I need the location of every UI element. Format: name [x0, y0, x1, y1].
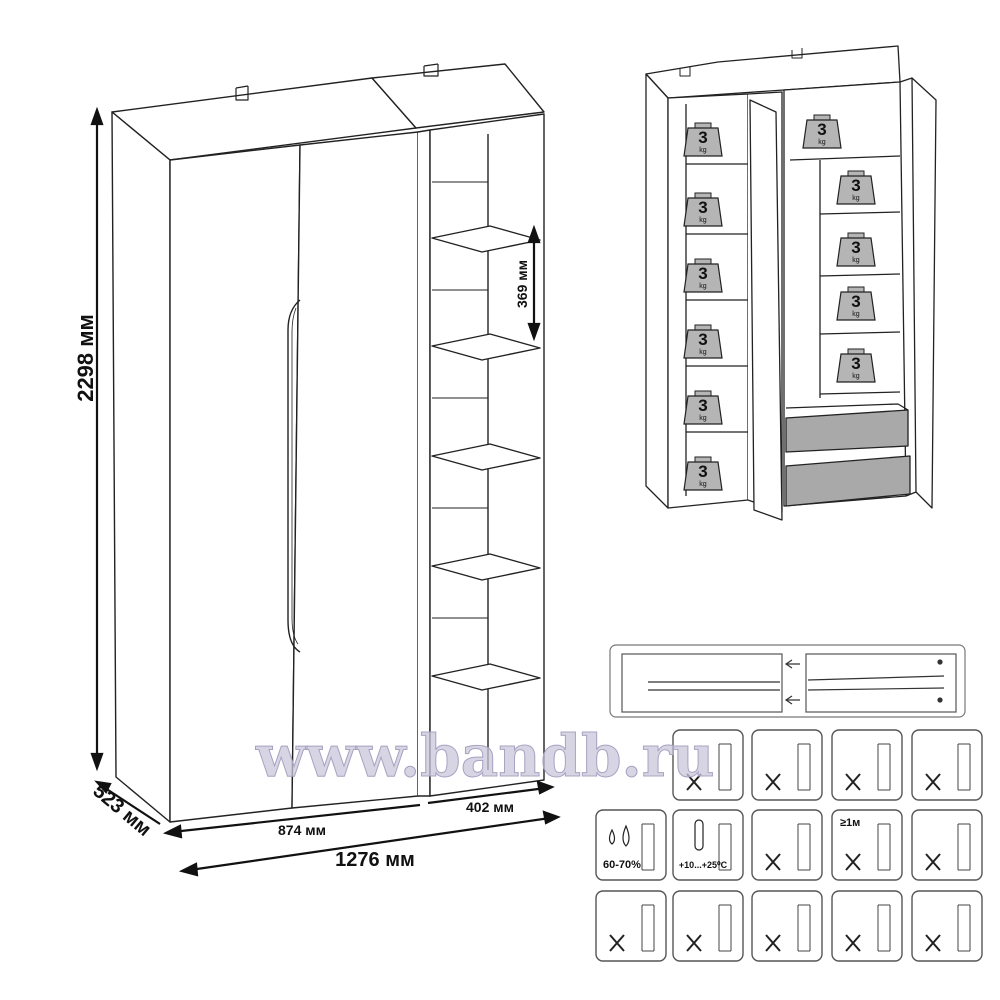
- no-abrasive-icon: [751, 890, 823, 962]
- weight-unit: kg: [699, 283, 707, 290]
- weight-value: 3: [851, 238, 860, 257]
- left-width-dimension-label: 874 мм: [278, 822, 326, 838]
- weight-unit: kg: [699, 349, 707, 356]
- dimension-lines: [90, 106, 561, 877]
- weight-icon: 3kg: [683, 258, 723, 293]
- weight-icon: 3kg: [683, 192, 723, 227]
- weight-icon: 3kg: [683, 456, 723, 491]
- heater-distance-icon: ≥1м: [831, 809, 903, 881]
- weight-icon: 3kg: [683, 324, 723, 359]
- weight-unit: kg: [818, 139, 826, 146]
- weight-value: 3: [698, 330, 707, 349]
- temperature-label: +10...+25⁰C: [679, 860, 728, 870]
- weight-value: 3: [698, 198, 707, 217]
- no-chemicals-icon: [672, 890, 744, 962]
- no-water-spray-icon: [595, 890, 667, 962]
- shelf-gap-dimension-label: 369 мм: [514, 260, 530, 308]
- no-sunlight-icon: [751, 809, 823, 881]
- weight-value: 3: [698, 462, 707, 481]
- open-shelves: [431, 181, 541, 691]
- watermark: www.bandb.ru: [255, 722, 714, 790]
- temperature-icon: +10...+25⁰C: [672, 809, 744, 881]
- humidity-icon: 60-70%: [595, 809, 667, 881]
- weight-unit: kg: [852, 257, 860, 264]
- weight-unit: kg: [699, 415, 707, 422]
- weight-icon: 3kg: [836, 348, 876, 383]
- weight-value: 3: [851, 292, 860, 311]
- weight-icon: 3kg: [802, 114, 842, 149]
- drawer-1: [785, 409, 909, 453]
- weight-value: 3: [817, 120, 826, 139]
- weight-icon: 3kg: [836, 232, 876, 267]
- weight-icon: 3kg: [683, 122, 723, 157]
- anchor-to-wall-icon: [911, 890, 983, 962]
- no-pushing-icon: [831, 890, 903, 962]
- no-climbing-icon: [751, 729, 823, 801]
- height-dimension-label: 2298 мм: [73, 314, 98, 402]
- weight-unit: kg: [699, 147, 707, 154]
- weight-value: 3: [851, 354, 860, 373]
- weight-unit: kg: [852, 373, 860, 380]
- weight-icon: 3kg: [836, 286, 876, 321]
- humidity-label: 60-70%: [603, 859, 641, 871]
- weight-value: 3: [698, 264, 707, 283]
- total-width-dimension-label: 1276 мм: [335, 849, 415, 871]
- weight-value: 3: [698, 128, 707, 147]
- weight-value: 3: [698, 396, 707, 415]
- weight-icon: 3kg: [683, 390, 723, 425]
- weight-unit: kg: [852, 195, 860, 202]
- distance-label: ≥1м: [840, 817, 860, 829]
- no-standing-icon: [831, 729, 903, 801]
- weight-value: 3: [851, 176, 860, 195]
- weight-unit: kg: [852, 311, 860, 318]
- weight-unit: kg: [699, 217, 707, 224]
- drawer-2: [785, 455, 911, 507]
- no-sitting-icon: [672, 729, 744, 801]
- drawer-slide-detail: [609, 644, 966, 718]
- right-width-dimension-label: 402 мм: [466, 799, 514, 815]
- weight-unit: kg: [699, 481, 707, 488]
- window-cleaning-icon: [911, 809, 983, 881]
- care-icons-grid: 60-70% +10...+25⁰C ≥1м: [595, 729, 983, 962]
- closed-wardrobe-drawing: [111, 63, 545, 823]
- door-hinge-icon: [911, 729, 983, 801]
- weight-icon: 3kg: [836, 170, 876, 205]
